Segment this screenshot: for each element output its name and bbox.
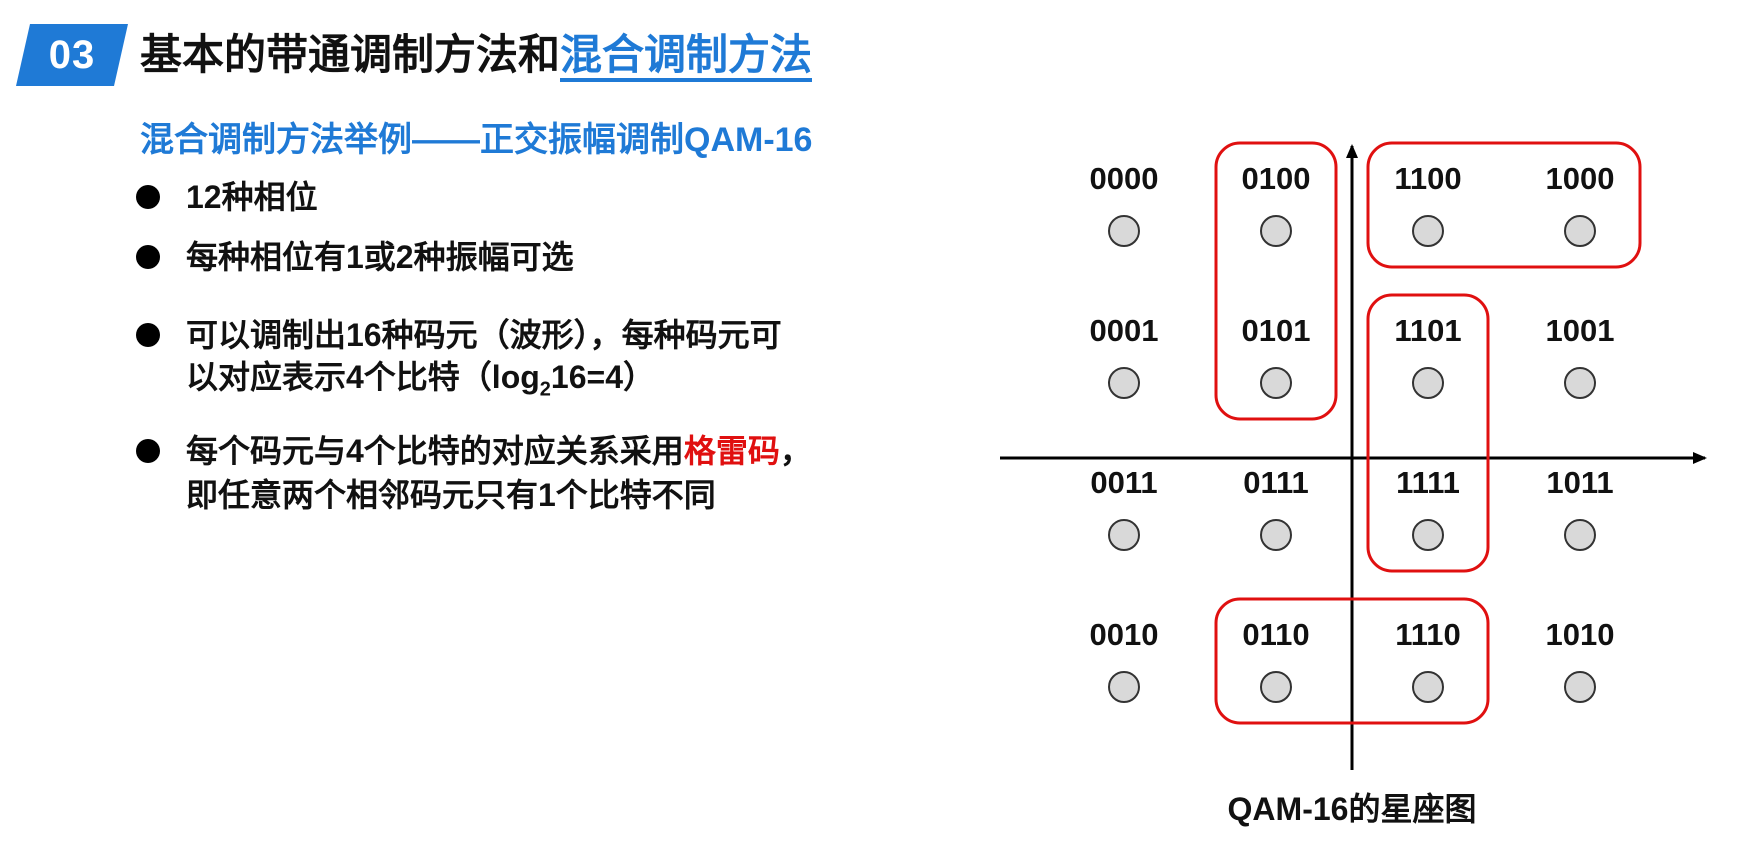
point-label-0011: 0011 — [1090, 465, 1157, 500]
constellation-point-0110 — [1260, 671, 1292, 703]
point-label-0101: 0101 — [1242, 313, 1311, 348]
constellation-caption: QAM-16的星座图 — [1228, 791, 1477, 827]
section-badge: 03 — [16, 24, 128, 86]
constellation-point-1010 — [1564, 671, 1596, 703]
gray-code-highlight: 格雷码 — [683, 433, 780, 469]
bullet-text-line2: 以对应表示4个比特（log216=4） — [186, 359, 656, 401]
constellation-point-1100 — [1412, 215, 1444, 247]
point-label-0110: 0110 — [1242, 617, 1309, 652]
constellation-points: 0000 0100 1100 1000 0001 0101 1101 1001 0011 0111… — [1090, 161, 1615, 703]
subtitle: 混合调制方法举例——正交振幅调制QAM-16 — [140, 121, 813, 159]
point-label-0010: 0010 — [1090, 617, 1159, 652]
section-title-plain: 基本的带通调制方法和 — [140, 31, 561, 78]
bullet-text: 每种相位有1或2种振幅可选 — [186, 239, 574, 275]
constellation-point-1110 — [1412, 671, 1444, 703]
bullet-text-line1: 可以调制出16种码元（波形），每种码元可 — [186, 317, 782, 353]
constellation-point-1101 — [1412, 367, 1444, 399]
constellation-point-0010 — [1108, 671, 1140, 703]
section-title: 基本的带通调制方法和混合调制方法 — [140, 26, 813, 84]
point-label-1000: 1000 — [1546, 161, 1615, 196]
bullet-dot — [136, 245, 160, 269]
gray-code-group-1101-1111 — [1366, 293, 1490, 573]
gray-code-group-1100-1000 — [1366, 141, 1642, 269]
constellation-point-0100 — [1260, 215, 1292, 247]
constellation-point-0011 — [1108, 519, 1140, 551]
point-label-0100: 0100 — [1242, 161, 1311, 196]
point-label-1110: 1110 — [1395, 617, 1461, 652]
bullet-dot — [136, 323, 160, 347]
point-label-0000: 0000 — [1090, 161, 1159, 196]
point-label-1111: 1111 — [1396, 465, 1460, 500]
constellation-point-0101 — [1260, 367, 1292, 399]
bullet-text-line1: 每个码元与4个比特的对应关系采用格雷码， — [186, 433, 812, 469]
constellation-point-1111 — [1412, 519, 1444, 551]
gray-code-group-0100-0101 — [1214, 141, 1338, 421]
bullet-text-line2: 即任意两个相邻码元只有1个比特不同 — [186, 477, 716, 513]
bullet-text: 12种相位 — [186, 179, 318, 215]
constellation-point-1000 — [1564, 215, 1596, 247]
constellation-point-0001 — [1108, 367, 1140, 399]
constellation-point-0111 — [1260, 519, 1292, 551]
bullet-dot — [136, 439, 160, 463]
point-label-0111: 0111 — [1243, 465, 1309, 500]
constellation-point-1001 — [1564, 367, 1596, 399]
constellation-point-0000 — [1108, 215, 1140, 247]
constellation-point-1011 — [1564, 519, 1596, 551]
point-label-1100: 1100 — [1394, 161, 1461, 196]
gray-code-groups — [1214, 141, 1642, 725]
bullet-dot — [136, 185, 160, 209]
gray-code-group-0110-1110 — [1214, 597, 1490, 725]
point-label-1001: 1001 — [1546, 313, 1615, 348]
point-label-1010: 1010 — [1546, 617, 1615, 652]
point-label-1101: 1101 — [1394, 313, 1461, 348]
section-number: 03 — [48, 32, 96, 77]
section-title-highlight: 混合调制方法 — [560, 31, 813, 82]
point-label-1011: 1011 — [1546, 465, 1613, 500]
point-label-0001: 0001 — [1090, 313, 1159, 348]
